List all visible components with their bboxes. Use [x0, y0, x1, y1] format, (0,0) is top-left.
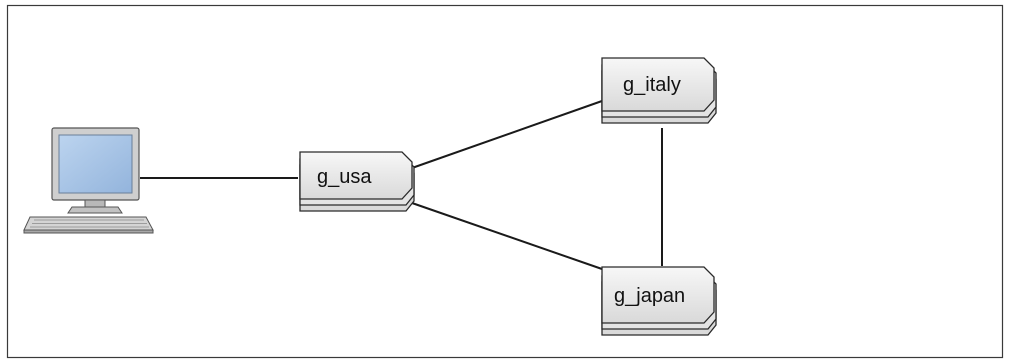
gateway-g-italy: g_italy: [601, 57, 717, 124]
node-label-g-japan: g_japan: [614, 285, 685, 307]
node-label-g-usa: g_usa: [317, 166, 372, 188]
edge-g-usa-g-italy: [411, 100, 603, 169]
gateway-g-japan: g_japan: [601, 266, 717, 336]
node-label-g-italy: g_italy: [623, 74, 681, 96]
edge-g-usa-g-japan: [411, 202, 603, 270]
connections: [140, 100, 663, 270]
computer-icon: [23, 127, 154, 234]
diagram-frame: [6, 4, 1004, 359]
gateway-g-usa: g_usa: [299, 151, 415, 212]
